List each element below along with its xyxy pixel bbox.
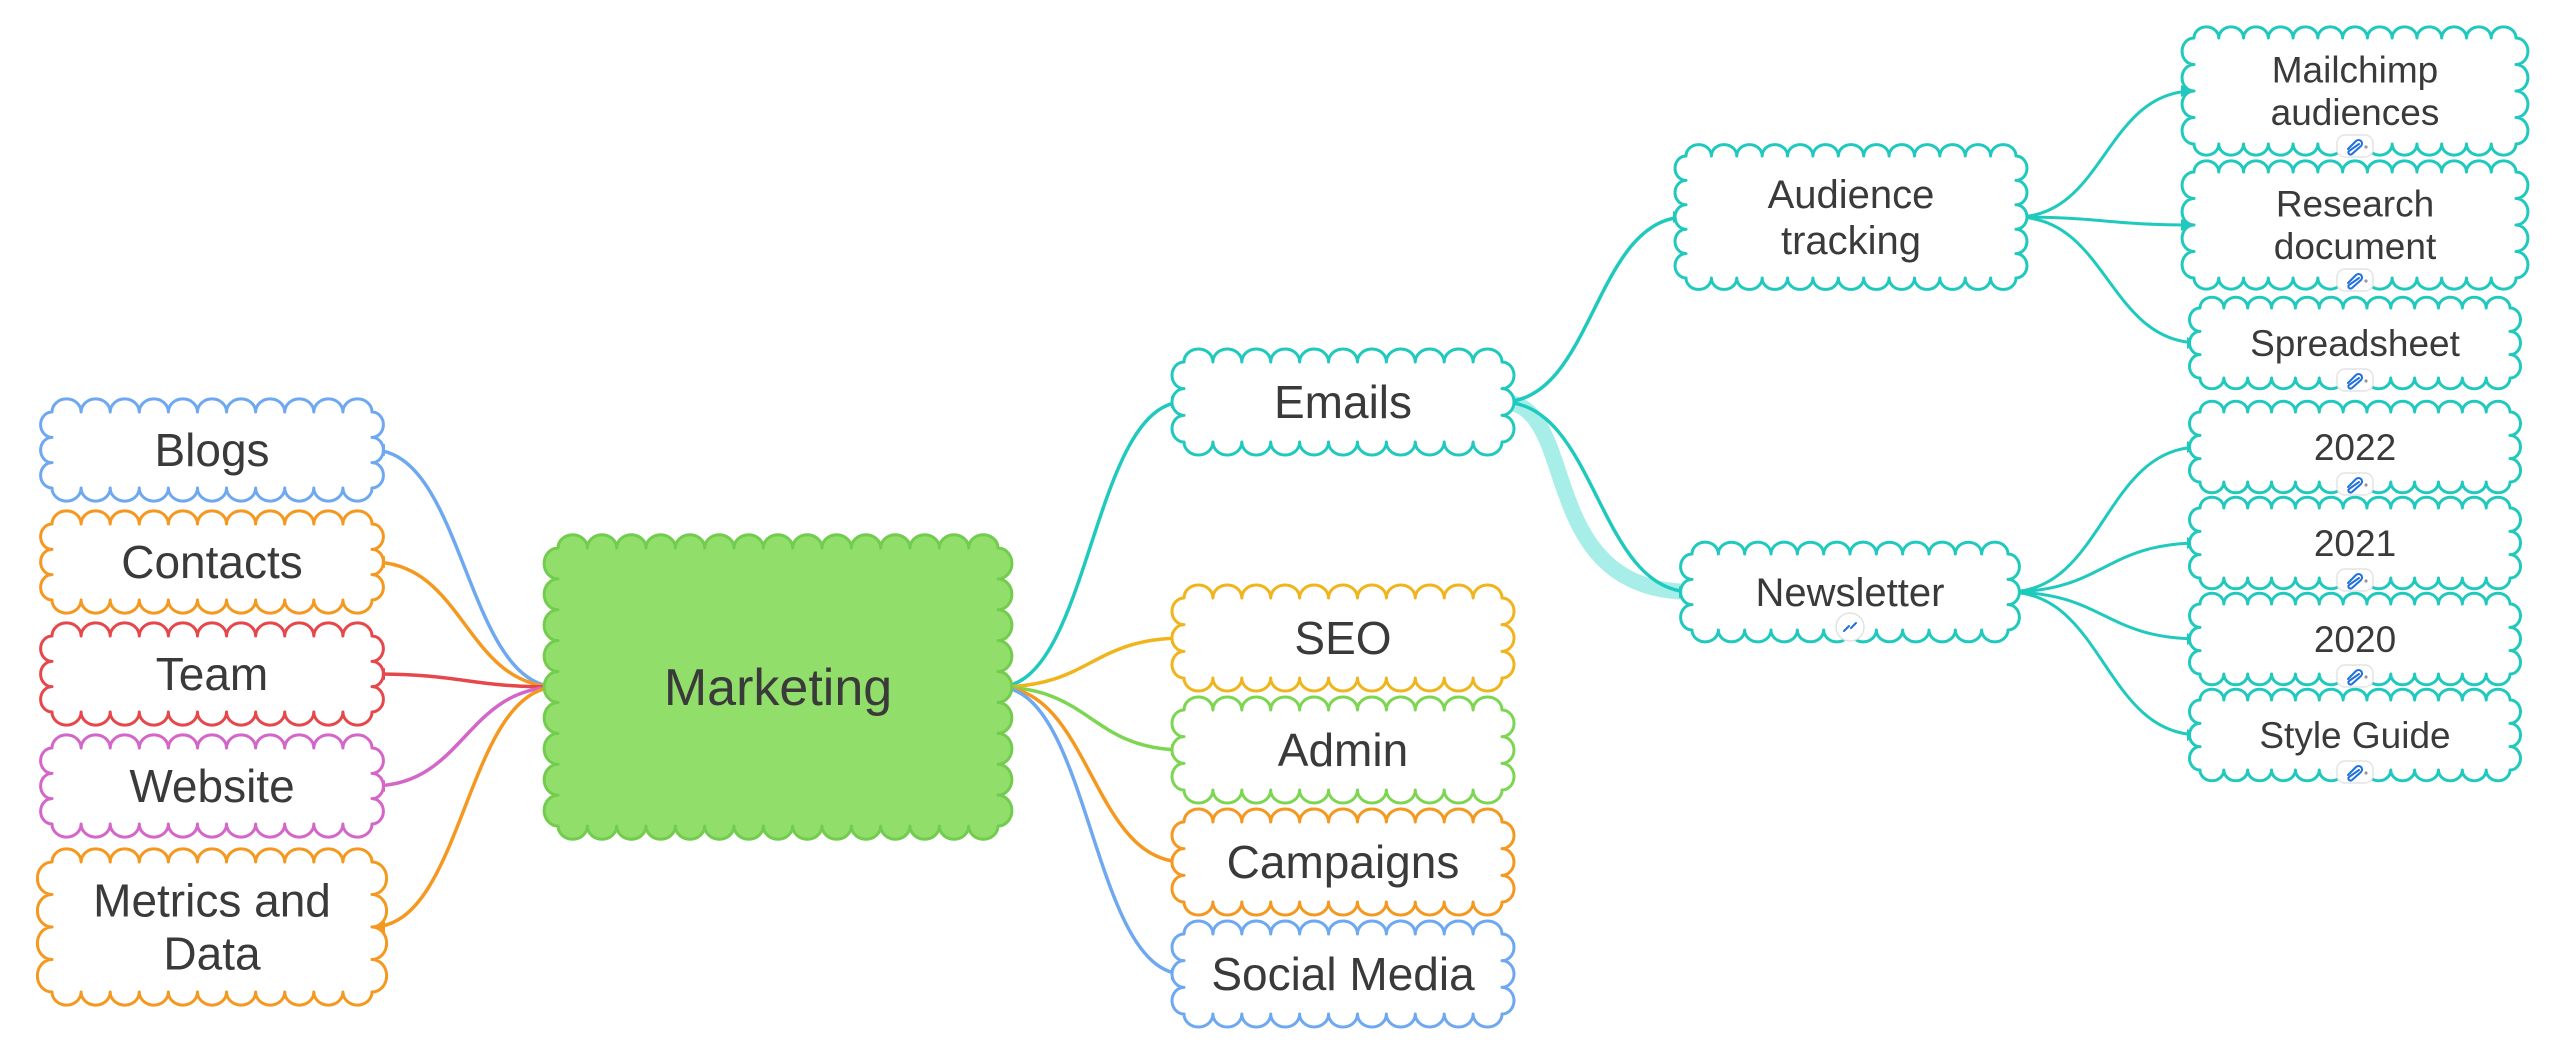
leaf-style-guide-label: Style Guide xyxy=(2259,715,2450,756)
topic-admin[interactable]: Admin xyxy=(1170,695,1516,805)
topic-contacts[interactable]: Contacts xyxy=(39,509,385,615)
topic-seo[interactable]: SEO xyxy=(1170,583,1516,693)
attachment-icon[interactable] xyxy=(2336,568,2374,592)
leaf-style-guide[interactable]: Style Guide xyxy=(2188,687,2522,783)
collapse-arrows-icon[interactable] xyxy=(1835,612,1865,642)
topic-contacts-label: Contacts xyxy=(121,536,303,588)
leaf-spreadsheet-label: Spreadsheet xyxy=(2250,323,2461,364)
leaf-research-document-label: Research xyxy=(2276,184,2434,225)
connector-right-campaigns xyxy=(997,685,1185,864)
topic-emails-label: Emails xyxy=(1274,376,1412,428)
leaf-2022-label: 2022 xyxy=(2314,427,2396,468)
connector-right-emails xyxy=(997,400,1185,689)
topic-emails[interactable]: Emails xyxy=(1170,347,1516,457)
node-layer: Marketing BlogsContactsTeamWebsiteMetrics… xyxy=(35,25,2530,1029)
connector-leaf-2020 xyxy=(2007,590,2201,641)
connector-left-website xyxy=(371,685,559,788)
subtopic-audience-tracking-label: tracking xyxy=(1781,219,1921,263)
topic-admin-label: Admin xyxy=(1278,724,1408,776)
leaf-2020-label: 2020 xyxy=(2314,619,2396,660)
connector-right-seo xyxy=(997,636,1185,689)
connector-leaf-2022 xyxy=(2007,445,2201,594)
attachment-icon[interactable] xyxy=(2336,472,2374,496)
leaf-2021[interactable]: 2021 xyxy=(2188,495,2522,591)
attachment-icon[interactable] xyxy=(2336,664,2374,688)
topic-team-label: Team xyxy=(156,648,268,700)
leaf-mailchimp-audiences-label: audiences xyxy=(2271,92,2440,133)
topic-social-media[interactable]: Social Media xyxy=(1170,919,1516,1029)
connector-leaf-2021 xyxy=(2007,541,2201,594)
leaf-2021-label: 2021 xyxy=(2314,523,2396,564)
topic-metrics-and-data-label: Data xyxy=(163,928,261,980)
topic-campaigns-label: Campaigns xyxy=(1227,836,1460,888)
topic-metrics-and-data-label: Metrics and xyxy=(93,875,331,927)
subtopic-audience-tracking-label: Audience xyxy=(1768,173,1935,217)
subtopic-newsletter[interactable]: Newsletter xyxy=(1679,540,2021,644)
topic-campaigns[interactable]: Campaigns xyxy=(1170,807,1516,917)
topic-website-label: Website xyxy=(129,760,294,812)
connector-leaf-mailchimp-audiences xyxy=(2015,89,2195,219)
topic-website[interactable]: Website xyxy=(39,733,385,839)
attachment-icon[interactable] xyxy=(2336,368,2374,392)
central-topic-marketing-label: Marketing xyxy=(664,659,892,717)
topic-blogs[interactable]: Blogs xyxy=(39,397,385,503)
connector-left-contacts xyxy=(371,560,559,689)
attachment-icon[interactable] xyxy=(2336,760,2374,784)
topic-blogs-label: Blogs xyxy=(154,424,269,476)
leaf-research-document-label: document xyxy=(2274,226,2437,267)
central-topic-marketing[interactable]: Marketing xyxy=(542,533,1014,841)
connector-arrowhead xyxy=(2181,85,2192,97)
connector-emails-audience-tracking xyxy=(1501,215,1687,404)
connector-left-team xyxy=(371,672,559,689)
subtopic-newsletter-label: Newsletter xyxy=(1756,571,1945,615)
connector-left-blogs xyxy=(371,448,559,689)
leaf-2020[interactable]: 2020 xyxy=(2188,591,2522,687)
leaf-2022[interactable]: 2022 xyxy=(2188,399,2522,495)
leaf-spreadsheet[interactable]: Spreadsheet xyxy=(2188,295,2522,391)
topic-social-media-label: Social Media xyxy=(1211,948,1475,1000)
leaf-mailchimp-audiences-label: Mailchimp xyxy=(2272,50,2439,91)
connector-arrowhead xyxy=(2181,219,2192,231)
connector-left-metrics-and-data xyxy=(371,685,559,929)
connector-leaf-style-guide xyxy=(2007,590,2201,737)
topic-seo-label: SEO xyxy=(1294,612,1391,664)
topic-team[interactable]: Team xyxy=(39,621,385,727)
connector-leaf-research-document xyxy=(2015,215,2195,227)
attachment-icon[interactable] xyxy=(2336,134,2374,158)
connector-emails-newsletter xyxy=(1501,400,1693,594)
connector-right-admin xyxy=(997,685,1185,752)
connector-leaf-spreadsheet xyxy=(2015,215,2201,345)
connector-right-social-media xyxy=(997,685,1185,976)
attachment-icon[interactable] xyxy=(2336,268,2374,292)
selected-connector-highlight[interactable] xyxy=(1494,394,1700,600)
